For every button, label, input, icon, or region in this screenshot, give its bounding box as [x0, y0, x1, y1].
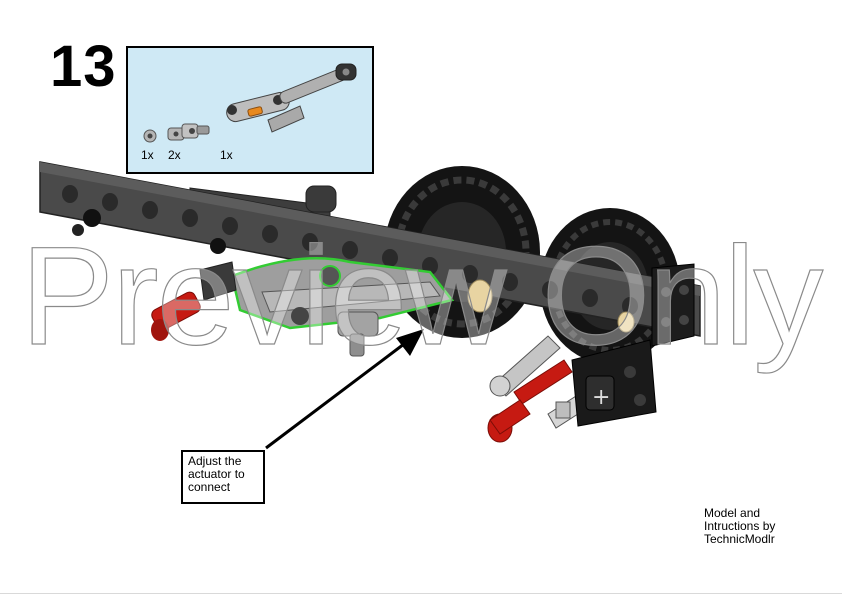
top-connector	[305, 185, 337, 213]
part-qty-small-connector: 1x	[141, 148, 154, 162]
front-block: +	[571, 263, 695, 427]
parts-illustration	[143, 63, 357, 143]
main-beam	[39, 161, 701, 337]
step-number: 13	[50, 34, 117, 99]
callout-box: Adjust the actuator to connect	[181, 450, 265, 504]
small-connector-part	[143, 129, 157, 143]
part-qty-universal-joint: 2x	[168, 148, 181, 162]
red-pin-left	[151, 291, 201, 341]
bottom-divider	[0, 593, 842, 594]
linear-actuator-part	[226, 63, 357, 133]
part-qty-linear-actuator: 1x	[220, 148, 233, 162]
actuator-assembly	[230, 256, 455, 357]
svg-text:+: +	[592, 385, 610, 410]
left-connector	[199, 261, 237, 301]
credits-text: Model and Intructions by TechnicModlr	[704, 506, 776, 546]
universal-joint-part	[167, 123, 210, 141]
parts-box: 1x 2x 1x	[126, 46, 374, 174]
callout-arrow	[265, 329, 424, 450]
